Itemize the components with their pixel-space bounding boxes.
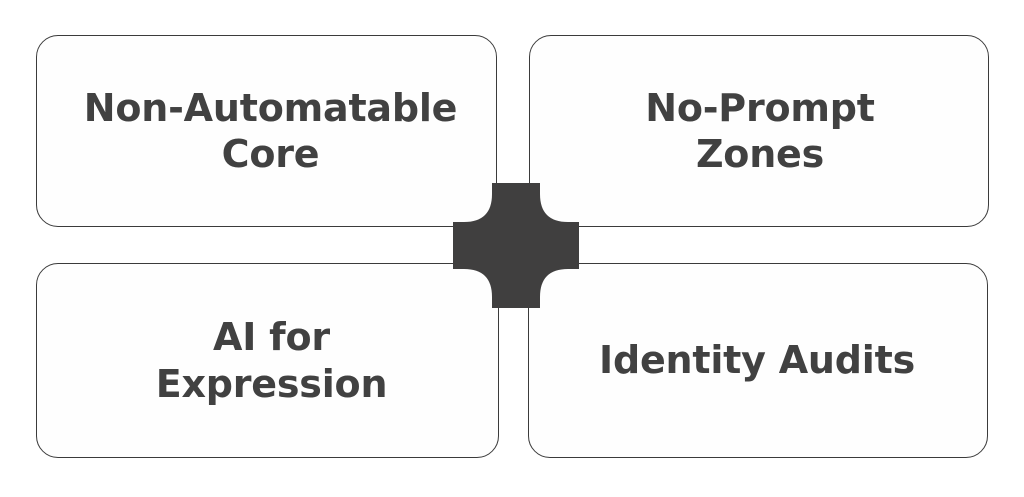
quadrant-label-non-automatable-core: Non-Automatable Core — [83, 85, 458, 176]
quadrant-label-ai-for-expression: AI for Expression — [155, 315, 388, 406]
quadrant-card-ai-for-expression[interactable]: AI for Expression — [36, 263, 499, 458]
quadrant-label-no-prompt-zones: No-Prompt Zones — [645, 85, 875, 176]
quadrant-label-identity-audits: Identity Audits — [599, 338, 915, 383]
quadrant-card-identity-audits[interactable]: Identity Audits — [528, 263, 988, 458]
quadrant-card-no-prompt-zones[interactable]: No-Prompt Zones — [529, 35, 989, 227]
quadrant-card-non-automatable-core[interactable]: Non-Automatable Core — [36, 35, 497, 227]
